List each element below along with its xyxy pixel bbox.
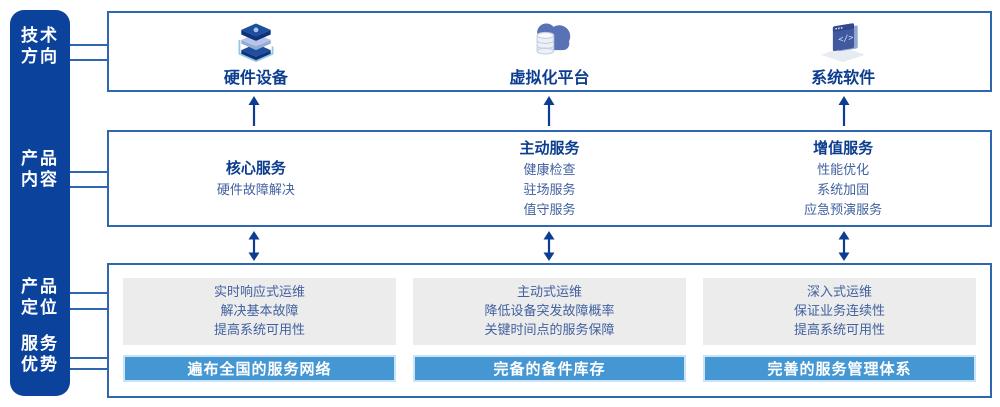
content-item: 健康检查 xyxy=(523,162,576,178)
positioning-box: 实时响应式运维 解决基本故障 提高系统可用性 遍布全国的服务网络 主动式运维 降… xyxy=(107,263,992,398)
content-title: 增值服务 xyxy=(813,138,874,157)
positioning-col-indepth: 深入式运维 保证业务连续性 提高系统可用性 完善的服务管理体系 xyxy=(703,278,976,396)
positioning-line: 解决基本故障 xyxy=(220,304,299,319)
content-title: 主动服务 xyxy=(519,138,580,157)
sidebar-label-tech-direction: 技术 方向 xyxy=(10,26,70,68)
tech-item-virtualization: 虚拟化平台 xyxy=(403,13,697,90)
content-item: 系统加固 xyxy=(817,182,870,198)
content-col-active-services: 主动服务 健康检查 驻场服务 值守服务 xyxy=(403,132,697,225)
tech-item-label: 虚拟化平台 xyxy=(509,68,590,87)
sidebar-label-product-positioning: 产品 定位 xyxy=(10,277,70,319)
tech-item-label: 系统软件 xyxy=(811,68,876,87)
advantage-banner: 完善的服务管理体系 xyxy=(703,355,976,382)
arrow-up-down-icon xyxy=(838,231,850,261)
positioning-panel: 实时响应式运维 解决基本故障 提高系统可用性 xyxy=(123,278,396,345)
connector-line xyxy=(70,357,107,359)
arrow-up-down-icon xyxy=(248,231,260,261)
svg-text:</>: </> xyxy=(839,32,854,44)
sidebar-label-service-advantages: 服务 优势 xyxy=(10,334,70,376)
sidebar-label-line: 定位 xyxy=(21,298,59,318)
sidebar-label-line: 产品 xyxy=(21,277,59,297)
content-item: 性能优化 xyxy=(817,162,870,178)
positioning-line: 保证业务连续性 xyxy=(793,304,885,319)
cloud-database-icon xyxy=(536,23,570,55)
positioning-panel: 深入式运维 保证业务连续性 提高系统可用性 xyxy=(703,278,976,345)
tech-item-hardware: 硬件设备 xyxy=(109,13,403,90)
sidebar-label-line: 产品 xyxy=(21,149,59,169)
connector-line xyxy=(70,308,107,310)
positioning-line: 关键时间点的服务保障 xyxy=(484,323,615,338)
advantage-banner: 遍布全国的服务网络 xyxy=(123,355,396,382)
positioning-line: 提高系统可用性 xyxy=(213,323,305,338)
arrow-up-icon xyxy=(838,96,850,126)
content-col-core-services: 核心服务 硬件故障解决 xyxy=(109,132,403,225)
sidebar-label-line: 内容 xyxy=(21,170,59,190)
content-item: 驻场服务 xyxy=(523,182,576,198)
sidebar-label-line: 服务 xyxy=(21,334,59,354)
content-col-value-added-services: 增值服务 性能优化 系统加固 应急预演服务 xyxy=(696,132,990,225)
tech-item-label: 硬件设备 xyxy=(223,68,288,87)
tech-direction-box: 硬件设备 虚拟化平台 xyxy=(107,11,992,92)
positioning-col-proactive: 主动式运维 降低设备突发故障概率 关键时间点的服务保障 完备的备件库存 xyxy=(413,278,686,396)
connector-line xyxy=(70,44,107,46)
positioning-col-realtime: 实时响应式运维 解决基本故障 提高系统可用性 遍布全国的服务网络 xyxy=(123,278,396,396)
sidebar: 技术 方向 产品 内容 产品 定位 服务 优势 xyxy=(10,10,70,396)
sidebar-label-product-content: 产品 内容 xyxy=(10,149,70,191)
positioning-line: 深入式运维 xyxy=(806,285,872,300)
content-title: 核心服务 xyxy=(225,158,286,177)
sidebar-label-line: 优势 xyxy=(21,355,59,375)
content-item: 硬件故障解决 xyxy=(216,182,295,198)
sidebar-label-line: 方向 xyxy=(21,47,59,67)
arrow-up-down-icon xyxy=(543,231,555,261)
connector-line xyxy=(70,186,107,188)
positioning-line: 降低设备突发故障概率 xyxy=(484,304,615,319)
arrow-up-icon xyxy=(543,96,555,126)
connector-line xyxy=(70,171,107,173)
content-item: 值守服务 xyxy=(523,202,576,218)
connector-line xyxy=(70,368,107,370)
sidebar-label-line: 技术 xyxy=(21,26,59,46)
product-content-box: 核心服务 硬件故障解决 主动服务 健康检查 驻场服务 值守服务 增值服务 性能优… xyxy=(107,130,992,227)
positioning-panel: 主动式运维 降低设备突发故障概率 关键时间点的服务保障 xyxy=(413,278,686,345)
arrow-up-icon xyxy=(248,96,260,126)
positioning-line: 实时响应式运维 xyxy=(213,285,305,300)
connector-line xyxy=(70,59,107,61)
content-item: 应急预演服务 xyxy=(804,202,883,218)
connector-line xyxy=(70,292,107,294)
code-window-icon: </> xyxy=(821,23,866,63)
tech-item-system-software: </> 系统软件 xyxy=(696,13,990,90)
positioning-line: 提高系统可用性 xyxy=(793,323,885,338)
positioning-line: 主动式运维 xyxy=(516,285,582,300)
advantage-banner: 完备的备件库存 xyxy=(413,355,686,382)
hardware-stack-icon xyxy=(238,23,274,63)
